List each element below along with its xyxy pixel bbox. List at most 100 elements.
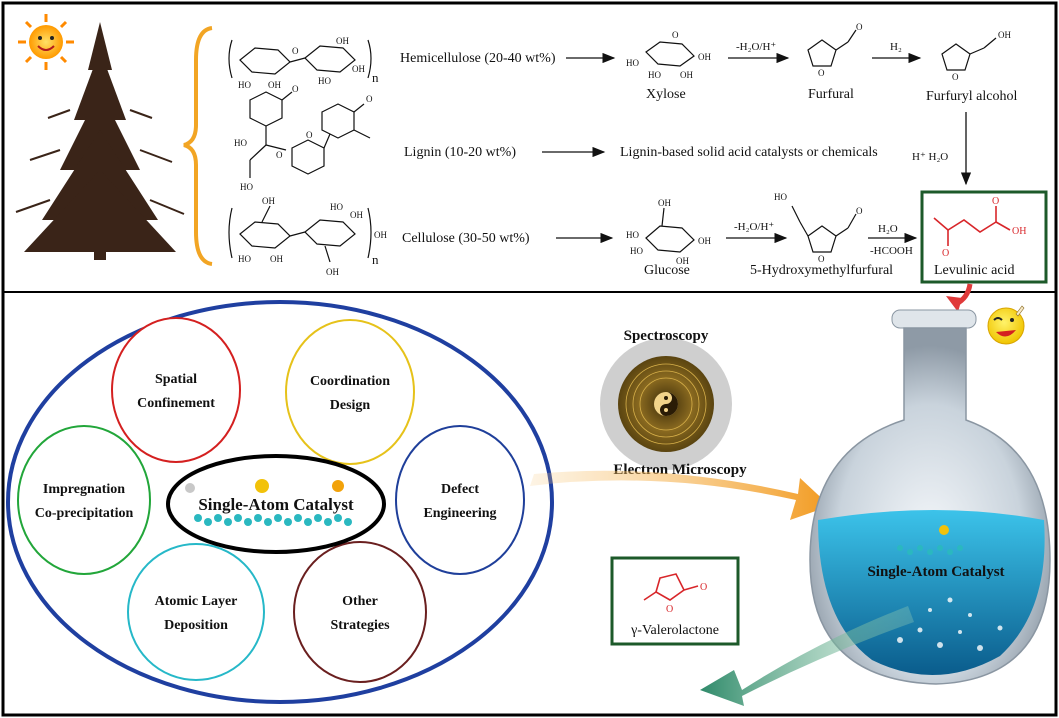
strategy-label-coordination-design: Coordination: [310, 374, 390, 389]
strategy-label-defect-engineering: Engineering: [423, 506, 496, 521]
strategy-label-other-strategies: Strategies: [330, 618, 390, 633]
hmf-label: 5-Hydroxymethylfurfural: [750, 263, 893, 278]
xylose-label: Xylose: [646, 87, 686, 102]
furfuryl-alcohol-structure: [941, 37, 997, 71]
cellulose-label: Cellulose (30-50 wt%): [402, 231, 530, 246]
strategy-circle-other-strategies: [293, 541, 427, 683]
catalyst-lattice-icon: [185, 479, 352, 526]
dehydration-bottom-label: -H₂O/H⁺: [734, 221, 774, 233]
svg-text:HO: HO: [234, 138, 247, 148]
svg-text:O: O: [992, 196, 999, 207]
strategy-circle-impregnation-co-precipitation: [17, 425, 151, 575]
center-catalyst-ellipse: [166, 454, 386, 554]
sun-icon: [18, 14, 74, 70]
strategy-label-spatial-confinement: Confinement: [137, 396, 215, 411]
lignin-label: Lignin (10-20 wt%): [404, 145, 516, 160]
furfuryl-alcohol-label: Furfuryl alcohol: [926, 89, 1017, 104]
biomass-brace: [183, 26, 213, 266]
svg-text:OH: OH: [1012, 226, 1026, 237]
svg-text:HO: HO: [774, 192, 787, 202]
svg-text:O: O: [818, 68, 825, 78]
h2-label: H₂: [890, 41, 902, 53]
strategy-label-other-strategies: Other: [342, 594, 378, 609]
h2o-label: H₂O: [878, 223, 898, 235]
svg-text:OH: OH: [326, 267, 339, 277]
svg-text:O: O: [700, 582, 707, 593]
levulinic-acid-box: [920, 190, 1048, 284]
gvl-label: γ-Valerolactone: [630, 623, 719, 638]
svg-text:O: O: [856, 22, 863, 32]
strategy-circle-atomic-layer-deposition: [127, 543, 265, 681]
gvl-box: [610, 556, 740, 646]
svg-text:O: O: [672, 30, 679, 40]
svg-text:HO: HO: [240, 182, 253, 192]
hcooh-label: -HCOOH: [870, 245, 913, 257]
svg-text:OH: OH: [352, 64, 365, 74]
svg-text:O: O: [666, 604, 673, 615]
gvl-structure: [643, 573, 699, 601]
hemicellulose-structure: [228, 39, 372, 79]
svg-text:O: O: [856, 206, 863, 216]
svg-text:n: n: [372, 252, 379, 267]
glucose-structure: [645, 207, 695, 253]
glucose-label: Glucose: [644, 263, 690, 278]
svg-text:O: O: [292, 46, 299, 56]
svg-text:OH: OH: [998, 30, 1011, 40]
strategy-circle-coordination-design: [285, 319, 415, 465]
svg-text:O: O: [818, 254, 825, 264]
strategy-label-atomic-layer-deposition: Atomic Layer: [155, 594, 238, 609]
tree-icon: [15, 22, 185, 260]
svg-text:OH: OH: [680, 70, 693, 80]
svg-text:OH: OH: [262, 196, 275, 206]
svg-text:O: O: [942, 248, 949, 259]
strategy-circle-spatial-confinement: [111, 317, 241, 463]
svg-text:OH: OH: [658, 198, 671, 208]
svg-text:HO: HO: [318, 76, 331, 86]
flask-icon: [809, 309, 1051, 685]
svg-text:OH: OH: [374, 230, 387, 240]
svg-text:HO: HO: [630, 246, 643, 256]
hemicellulose-label: Hemicellulose (20-40 wt%): [400, 51, 556, 66]
svg-text:OH: OH: [350, 210, 363, 220]
dehydration-top-label: -H₂O/H⁺: [736, 41, 776, 53]
strategy-label-impregnation-co-precipitation: Co-precipitation: [35, 506, 134, 521]
svg-text:OH: OH: [676, 256, 689, 266]
flask-catalyst-label: Single-Atom Catalyst: [867, 564, 1004, 580]
spectroscopy-label: Spectroscopy: [624, 328, 709, 344]
svg-text:OH: OH: [698, 236, 711, 246]
cellulose-structure: [228, 205, 372, 263]
yin-yang-icon: [654, 392, 678, 416]
svg-text:HO: HO: [238, 254, 251, 264]
svg-text:OH: OH: [270, 254, 283, 264]
strategy-label-coordination-design: Design: [330, 398, 371, 413]
strategy-label-defect-engineering: Defect: [441, 482, 479, 497]
svg-text:HO: HO: [626, 58, 639, 68]
levulinic-acid-label: Levulinic acid: [934, 263, 1014, 278]
flask-to-gvl-arrow: [700, 606, 914, 706]
svg-text:O: O: [366, 94, 373, 104]
smiley-icon: [987, 305, 1025, 345]
strategy-circle-defect-engineering: [395, 425, 525, 575]
svg-text:OH: OH: [698, 52, 711, 62]
svg-text:O: O: [306, 130, 313, 140]
lignin-product-label: Lignin-based solid acid catalysts or che…: [620, 145, 878, 160]
strategy-label-spatial-confinement: Spatial: [155, 372, 197, 387]
lignin-structure: [249, 91, 371, 178]
furfural-label: Furfural: [808, 87, 854, 102]
svg-text:O: O: [276, 150, 283, 160]
svg-text:HO: HO: [330, 202, 343, 212]
center-catalyst-label: Single-Atom Catalyst: [198, 495, 354, 514]
svg-text:OH: OH: [336, 36, 349, 46]
catalyst-flow-arrow: [530, 470, 830, 520]
xylose-structure: [645, 41, 695, 67]
hmf-structure: [791, 205, 857, 253]
svg-text:n: n: [372, 70, 379, 85]
levulinic-acid-structure: [933, 206, 1011, 246]
svg-text:OH: OH: [268, 80, 281, 90]
svg-text:O: O: [292, 84, 299, 94]
h-plus-h2o-label: H⁺ H₂O: [912, 151, 948, 163]
furfural-structure: [807, 29, 857, 67]
svg-text:O: O: [952, 72, 959, 82]
svg-text:HO: HO: [648, 70, 661, 80]
